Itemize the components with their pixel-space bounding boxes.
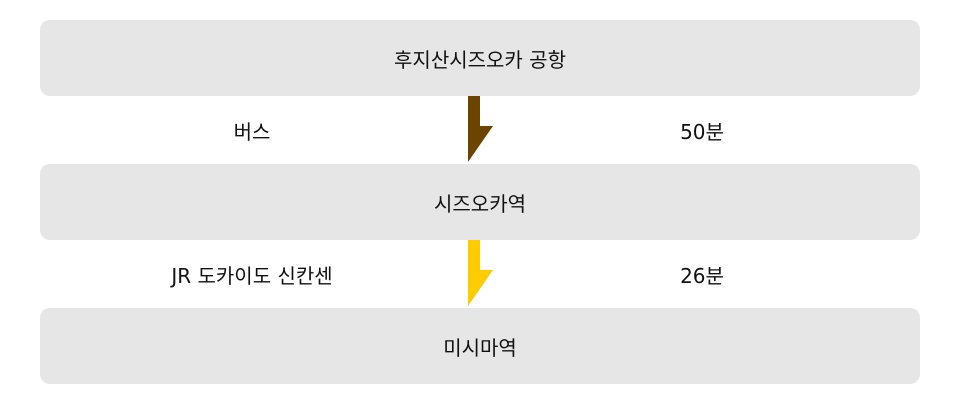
station-name: 후지산시즈오카 공항 <box>394 47 566 72</box>
transport-mode: JR 도카이도 신칸센 <box>171 263 333 288</box>
arrow-down-icon <box>468 96 493 162</box>
station-name: 미시마역 <box>443 335 517 360</box>
station-mishima: 미시마역 <box>40 308 920 384</box>
station-shizuoka: 시즈오카역 <box>40 164 920 240</box>
travel-time: 50분 <box>680 119 724 144</box>
travel-time: 26분 <box>680 263 724 288</box>
station-name: 시즈오카역 <box>434 191 526 216</box>
station-fuji-shizuoka-airport: 후지산시즈오카 공항 <box>40 20 920 96</box>
arrow-down-icon <box>468 240 493 306</box>
transport-mode: 버스 <box>233 119 271 144</box>
segment-bus: 버스 50분 <box>0 96 960 164</box>
segment-shinkansen: JR 도카이도 신칸센 26분 <box>0 240 960 308</box>
